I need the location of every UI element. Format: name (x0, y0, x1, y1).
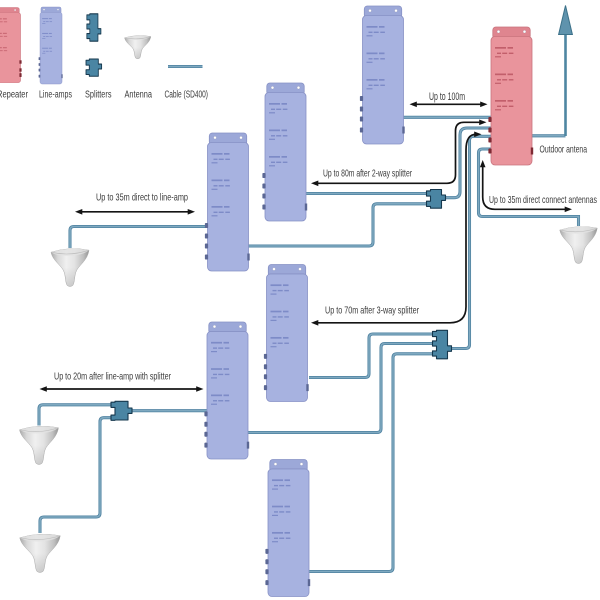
svg-text:Up to 35m direct to line-amp: Up to 35m direct to line-amp (96, 192, 188, 204)
svg-text:Line-amps: Line-amps (39, 90, 72, 101)
svg-text:Repeater: Repeater (0, 90, 29, 101)
svg-text:Antenna: Antenna (125, 90, 153, 101)
svg-text:Outdoor antena: Outdoor antena (540, 144, 588, 156)
svg-text:Up to 100m: Up to 100m (429, 91, 465, 103)
svg-text:Splitters: Splitters (85, 90, 112, 101)
svg-text:Up to 35m direct connect anten: Up to 35m direct connect antennas (489, 194, 597, 206)
svg-text:Up to 70m after 3-way splitter: Up to 70m after 3-way splitter (325, 305, 419, 317)
svg-text:Up to 20m after line-amp with: Up to 20m after line-amp with splitter (54, 371, 171, 383)
svg-text:Cable (SD400): Cable (SD400) (165, 90, 209, 101)
svg-text:Up to 80m after 2-way splitter: Up to 80m after 2-way splitter (323, 168, 412, 180)
